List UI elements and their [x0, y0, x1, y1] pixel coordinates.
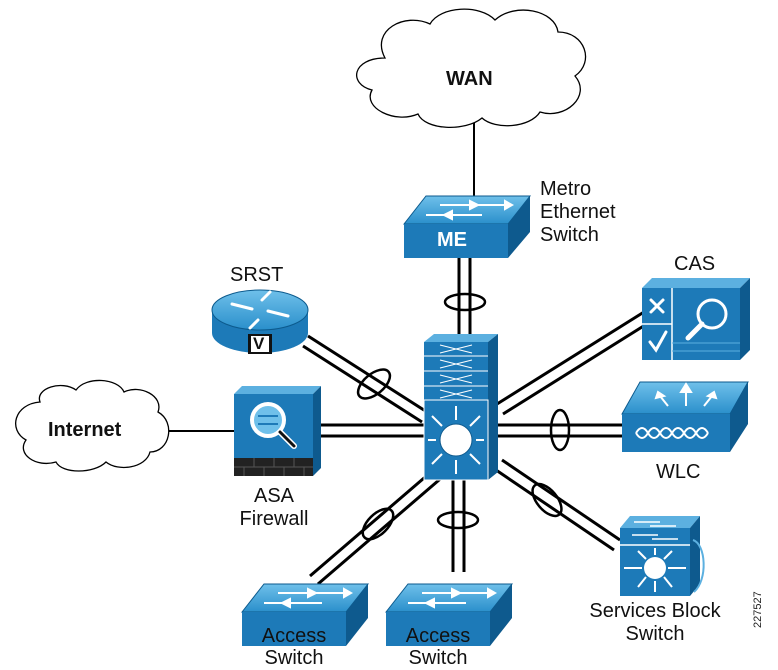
internet-label: Internet — [48, 419, 122, 441]
access1-label-line-1: Access — [261, 625, 327, 647]
services-label-line-1: Services Block — [589, 600, 721, 622]
etherchannel-marker-services — [531, 482, 563, 518]
asa-label-line-2: Firewall — [239, 508, 309, 530]
access-switch-2-icon — [384, 583, 514, 646]
link-services-core — [495, 458, 621, 552]
link-srst-core — [302, 334, 428, 424]
core-switch-icon — [423, 334, 498, 481]
etherchannel-marker-srst — [356, 368, 392, 400]
etherchannel-markers — [356, 292, 571, 541]
access-switch-1-icon — [240, 583, 370, 646]
cas-label: CAS — [674, 253, 716, 275]
link-metro-core — [457, 255, 472, 343]
metro-ethernet-switch-icon — [402, 195, 532, 258]
link-asa-core — [313, 423, 424, 438]
links — [164, 118, 651, 586]
wlc-label: WLC — [656, 461, 701, 483]
link-highlights — [305, 255, 648, 581]
etherchannel-marker-access2 — [436, 510, 480, 530]
link-access2-core — [451, 480, 466, 572]
metro-label-line-1: Metro — [540, 178, 592, 200]
access1-label-line-2: Switch — [264, 647, 324, 669]
etherchannel-marker-access1 — [361, 507, 395, 541]
access2-label-line-2: Switch — [408, 647, 468, 669]
metro-icon-text: ME — [437, 229, 467, 251]
services-block-switch-icon — [620, 516, 705, 596]
access2-label-line-1: Access — [405, 625, 471, 647]
figure-id: 227527 — [752, 591, 764, 628]
wan-cloud — [356, 8, 587, 129]
etherchannel-marker-metro — [443, 292, 487, 312]
asa-label-line-1: ASA — [253, 485, 295, 507]
services-label-line-2: Switch — [625, 623, 685, 645]
asa-firewall-icon — [234, 386, 321, 476]
cas-icon — [642, 278, 750, 360]
metro-label-line-2: Ethernet — [540, 201, 616, 223]
etherchannel-marker-wlc — [549, 408, 571, 452]
link-cas-core — [496, 310, 651, 416]
srst-router-icon — [211, 289, 309, 354]
wan-label: WAN — [446, 68, 493, 90]
metro-label-line-3: Switch — [540, 224, 599, 246]
link-access1-core — [309, 464, 447, 586]
internet-cloud — [15, 379, 170, 472]
wlc-icon — [621, 381, 749, 452]
srst-icon-text: V — [253, 334, 265, 353]
srst-label: SRST — [230, 264, 284, 286]
link-wlc-core — [497, 423, 622, 438]
